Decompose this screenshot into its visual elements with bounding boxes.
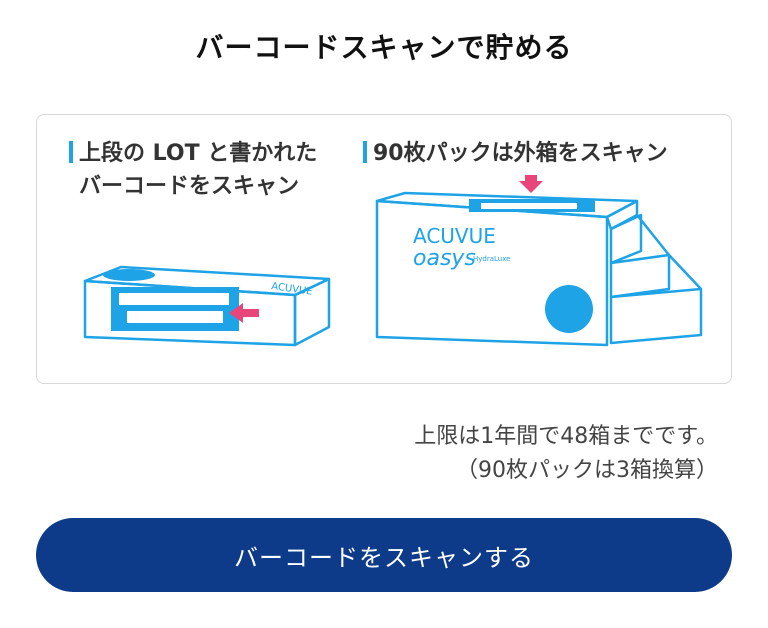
limit-line1: 上限は1年間で48箱までです。 (414, 424, 718, 449)
small-box-illustration: ACUVUE (83, 265, 331, 347)
left-caption-line2: バーコードをスキャン (79, 174, 300, 199)
caption-accent-bar (69, 141, 73, 163)
caption-accent-bar (363, 141, 367, 163)
right-caption-text: 90枚パックは外箱をスキャン (373, 141, 668, 166)
limit-notice: 上限は1年間で48箱までです。 （90枚パックは3箱換算） (298, 420, 718, 488)
left-arrow-icon (229, 303, 259, 323)
box-top-circle (103, 269, 155, 281)
down-arrow-icon (519, 175, 543, 193)
scan-barcode-button[interactable]: バーコードをスキャンする (36, 518, 732, 592)
scan-guide-card: 上段の LOT と書かれた バーコードをスキャン 90枚パックは外箱をスキャン … (36, 114, 732, 384)
large-box-illustration: ACUVUE oasys HydraLuxe (375, 175, 703, 347)
page-title: バーコードスキャンで貯める (195, 31, 573, 64)
box-circle-mark (545, 285, 593, 333)
left-caption-line1: 上段の LOT と書かれた (79, 141, 318, 166)
limit-line2: （90枚パックは3箱換算） (456, 458, 718, 483)
right-caption: 90枚パックは外箱をスキャン (363, 137, 723, 170)
brand-sub-text: HydraLuxe (473, 255, 510, 263)
brand-oasys-text: oasys (413, 246, 476, 271)
left-caption: 上段の LOT と書かれた バーコードをスキャン (69, 137, 369, 203)
brand-acuvue-text: ACUVUE (413, 224, 496, 248)
